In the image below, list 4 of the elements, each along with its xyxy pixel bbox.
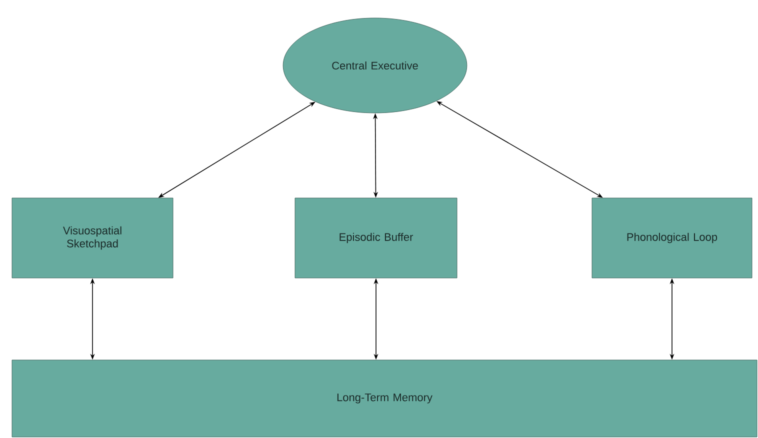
component-box: Visuospatial Sketchpad	[12, 198, 174, 278]
memory-band: Long-Term Memory	[12, 360, 758, 438]
component-box: Phonological Loop	[592, 198, 752, 278]
component-box: Episodic Buffer	[294, 198, 458, 278]
